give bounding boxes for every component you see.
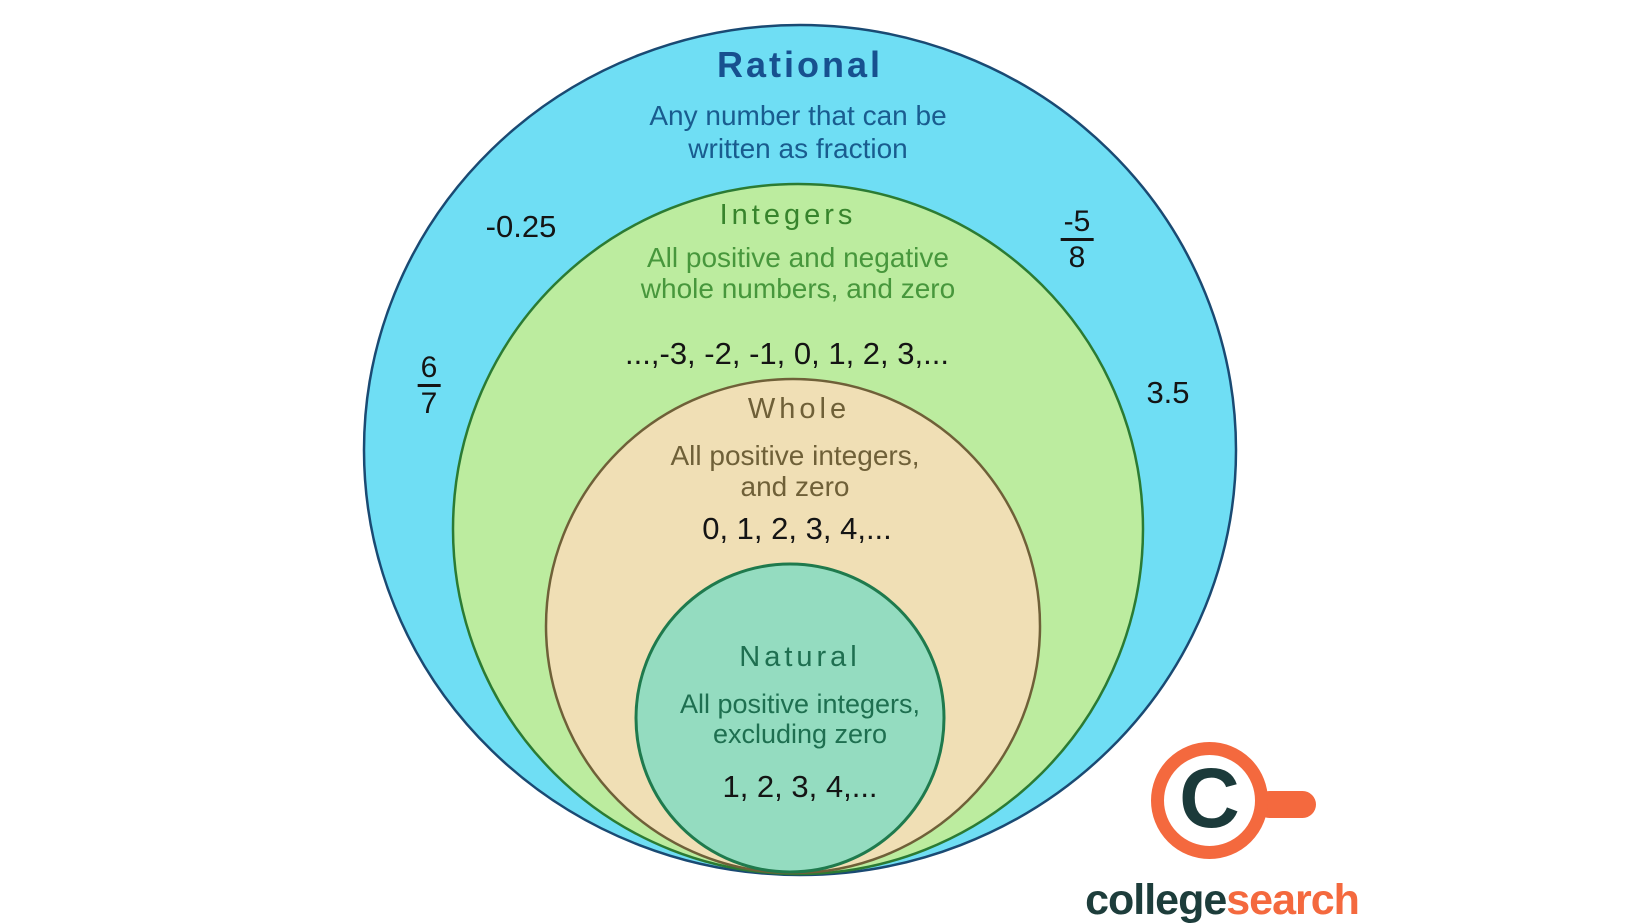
example-fraction-six-sevenths: 6 7 — [417, 352, 441, 420]
integers-description-line1: All positive and negative — [647, 242, 949, 273]
natural-set-circle — [634, 562, 946, 874]
example-fraction-neg-five-eighths: -5 8 — [1060, 206, 1094, 274]
logo-word-college: college — [1085, 876, 1227, 924]
example-positive-decimal: 3.5 — [1146, 375, 1190, 410]
whole-description: All positive integers, and zero — [670, 440, 919, 502]
integers-examples: ...,-3, -2, -1, 0, 1, 2, 3,... — [625, 336, 949, 371]
logo-wordmark: collegesearch — [1085, 876, 1360, 924]
rational-description-line2: written as fraction — [688, 133, 908, 164]
example-negative-decimal: -0.25 — [485, 209, 557, 244]
natural-description-line1: All positive integers, — [679, 689, 921, 719]
rational-description: Any number that can be written as fracti… — [649, 99, 946, 165]
rational-description-line1: Any number that can be — [649, 100, 947, 131]
natural-examples: 1, 2, 3, 4,... — [722, 769, 878, 804]
natural-description: All positive integers, excluding zero — [680, 689, 920, 749]
integers-title: Integers — [719, 199, 857, 231]
natural-description-line2: excluding zero — [712, 719, 888, 749]
integers-description-line2: whole numbers, and zero — [640, 273, 956, 304]
fraction-numerator: 6 — [417, 352, 441, 387]
natural-title: Natural — [739, 641, 861, 673]
fraction-denominator: 8 — [1068, 241, 1086, 274]
whole-title: Whole — [747, 393, 851, 425]
whole-examples: 0, 1, 2, 3, 4,... — [702, 511, 892, 546]
rational-title: Rational — [716, 44, 884, 85]
logo-magnifier-ring-icon: C — [1151, 742, 1268, 859]
fraction-numerator: -5 — [1060, 206, 1094, 241]
whole-description-line2: and zero — [740, 471, 850, 502]
integers-description: All positive and negative whole numbers,… — [641, 242, 955, 304]
logo-word-search: search — [1226, 876, 1360, 924]
fraction-denominator: 7 — [420, 387, 438, 420]
logo-monogram: C — [1179, 750, 1240, 845]
whole-description-line1: All positive integers, — [670, 440, 920, 471]
